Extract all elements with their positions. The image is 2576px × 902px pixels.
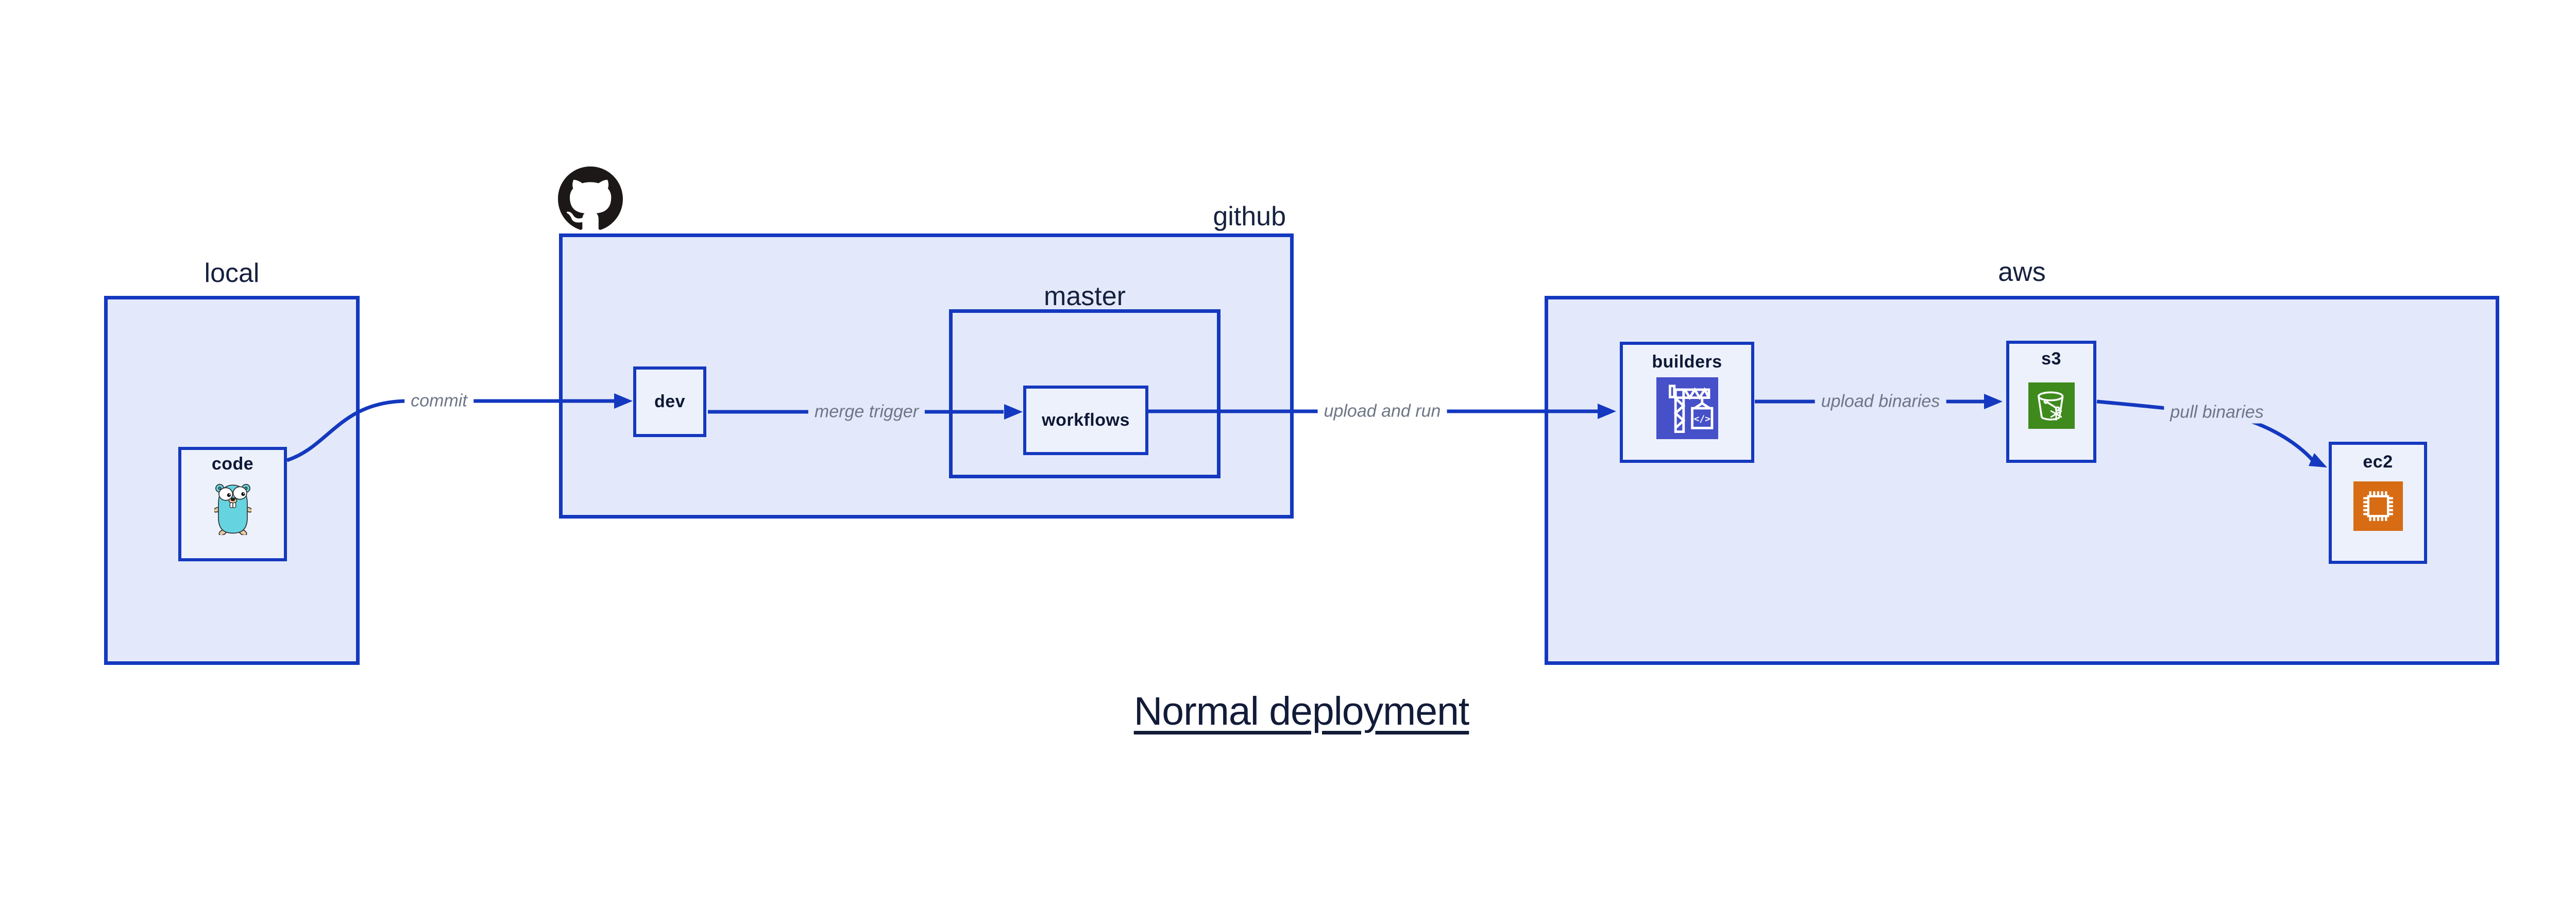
- code-node: code: [178, 447, 287, 561]
- container-label-master: master: [1044, 281, 1126, 311]
- dev-node: dev: [633, 366, 706, 437]
- workflows-node: workflows: [1023, 386, 1148, 455]
- svg-text:</>: </>: [1693, 413, 1710, 424]
- edge-label-upload-and-run: upload and run: [1317, 400, 1447, 423]
- local-container: code: [104, 296, 360, 665]
- ec2-node: ec2: [2329, 442, 2427, 564]
- go-gopher-icon: [214, 483, 251, 535]
- aws-container: builders </> s3: [1545, 296, 2499, 665]
- container-label-local: local: [204, 258, 260, 288]
- node-label-s3: s3: [2041, 349, 2061, 369]
- aws-s3-glacier-bucket-icon: [2028, 382, 2075, 429]
- github-container: github dev master workflows: [558, 166, 1294, 519]
- diagram-title: Normal deployment: [1133, 689, 1470, 733]
- container-label-github: github: [1213, 202, 1286, 231]
- master-container: master workflows: [949, 281, 1221, 478]
- github-octocat-icon: [558, 166, 623, 230]
- container-label-aws: aws: [1998, 257, 2046, 287]
- edge-label-upload-binaries: upload binaries: [1815, 390, 1946, 413]
- aws-ec2-chip-icon: [2353, 481, 2403, 531]
- edge-label-pull-binaries: pull binaries: [2164, 401, 2270, 424]
- edge-label-merge-trigger: merge trigger: [808, 400, 925, 423]
- builders-node: builders </>: [1620, 342, 1754, 463]
- node-label-ec2: ec2: [2363, 452, 2393, 472]
- s3-node: s3: [2006, 341, 2096, 463]
- node-label-code: code: [211, 454, 254, 474]
- node-label-dev: dev: [654, 392, 686, 411]
- aws-codebuild-crane-icon: </>: [1656, 377, 1718, 439]
- edge-label-commit: commit: [404, 390, 473, 412]
- node-label-workflows: workflows: [1042, 410, 1130, 430]
- node-label-builders: builders: [1652, 352, 1722, 372]
